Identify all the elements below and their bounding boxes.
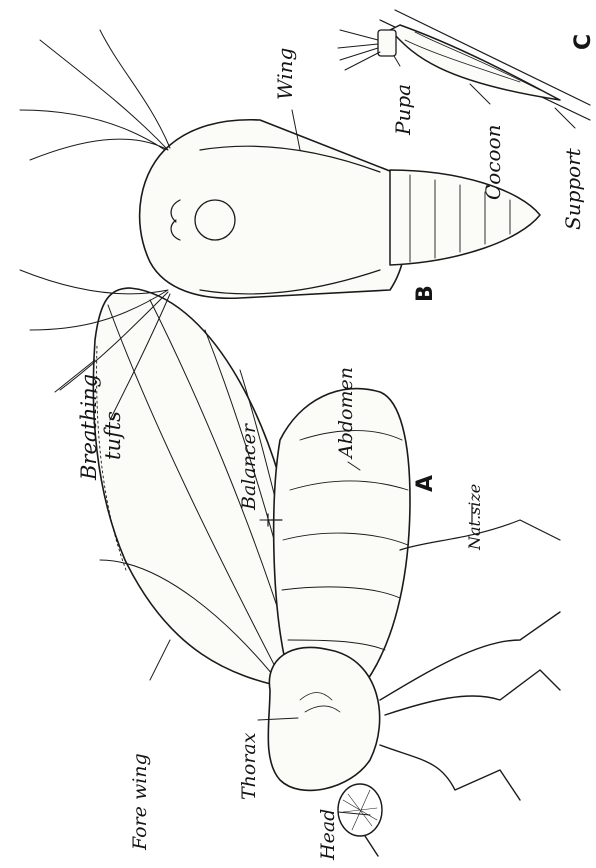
label-balancer: Balancer <box>238 422 260 511</box>
panel-b-pupa: Breathing tufts Wing B <box>20 30 540 481</box>
panel-letter-b: B <box>413 285 438 302</box>
label-wing: Wing <box>273 48 297 100</box>
label-breathing-tufts-1: Breathing <box>77 374 101 481</box>
leg <box>380 612 560 700</box>
pupa-body-shape <box>140 120 407 298</box>
label-head: Head <box>317 809 339 861</box>
leader-fore-wing <box>150 640 170 680</box>
label-fore-wing: Fore wing <box>129 753 151 851</box>
panel-letter-c: C <box>571 34 596 50</box>
antenna <box>365 836 378 856</box>
leader-cocoon <box>470 84 490 104</box>
leg <box>380 745 520 800</box>
label-cocoon: Cocoon <box>481 124 505 200</box>
label-pupa: Pupa <box>391 84 415 136</box>
label-abdomen: Abdomen <box>335 367 357 460</box>
breathing-tuft-upper <box>20 30 170 160</box>
label-breathing-tufts-2: tufts <box>101 411 125 460</box>
fore-wing-shape <box>93 288 295 688</box>
panel-letter-a: A <box>413 475 438 492</box>
leader-head <box>338 812 370 815</box>
leader-pupa <box>394 56 400 66</box>
leg <box>385 670 560 715</box>
label-nat-size: Nat.size <box>465 484 484 551</box>
eye-hatching <box>343 790 377 830</box>
pupa-tufts <box>338 30 380 70</box>
panel-a-adult-insect: Fore wing Thorax Head Balancer Abdomen N… <box>93 288 560 861</box>
label-support: Support <box>561 147 585 230</box>
pupa-in-cocoon <box>378 30 396 56</box>
label-thorax: Thorax <box>238 732 260 800</box>
pupa-abdomen <box>390 170 540 265</box>
